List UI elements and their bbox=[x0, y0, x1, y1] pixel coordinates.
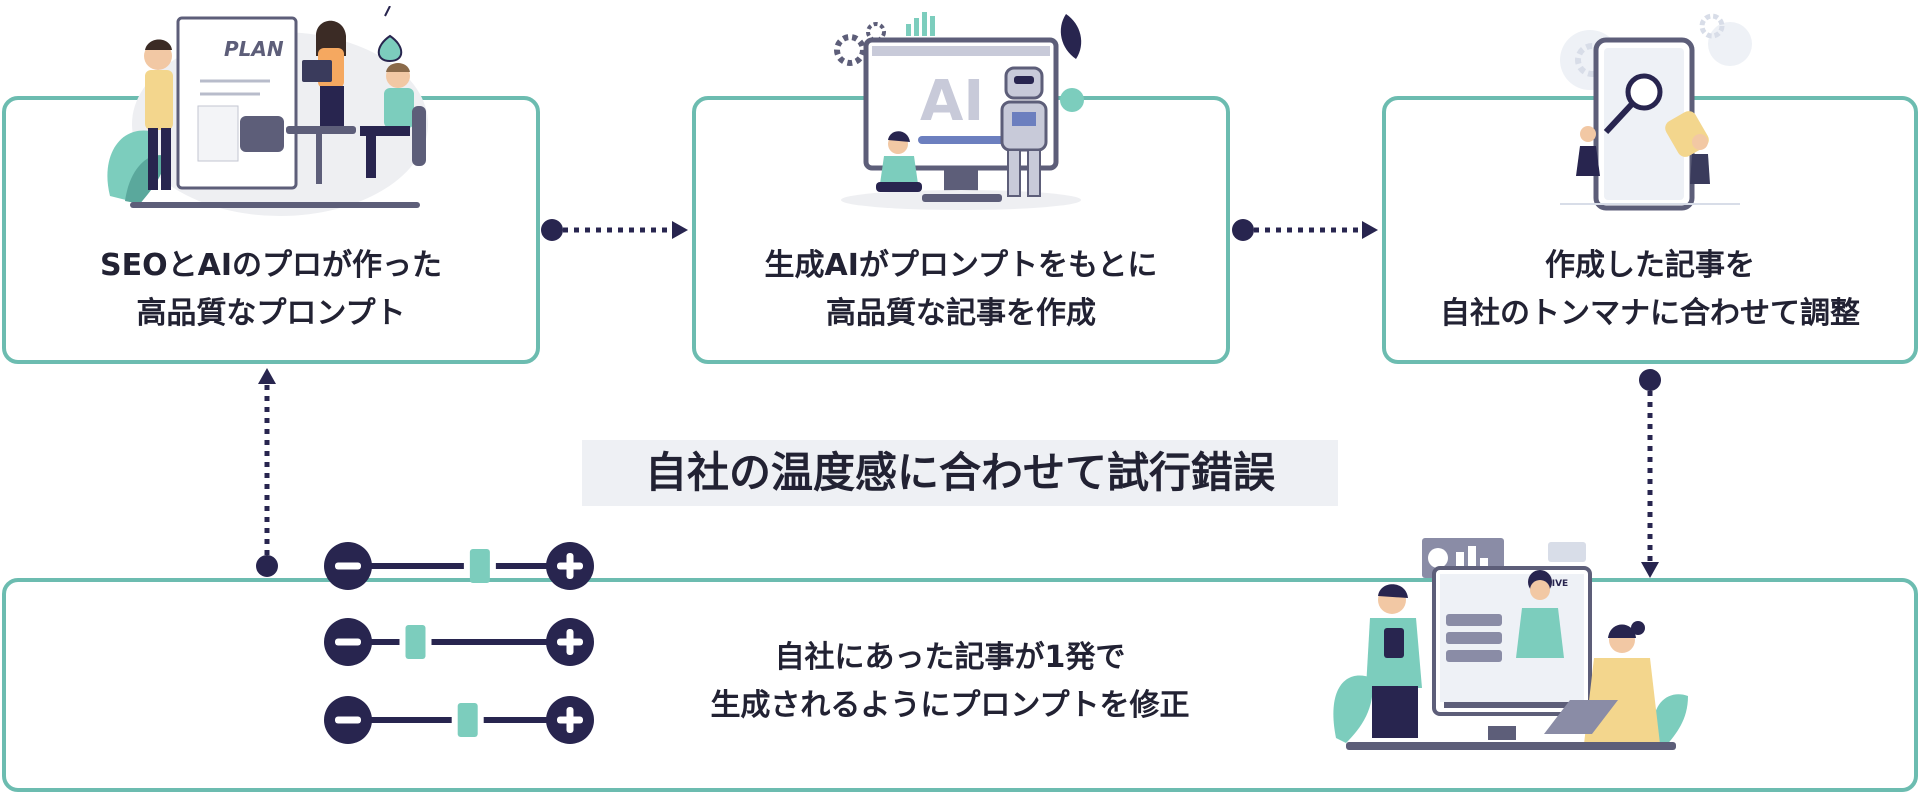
slider-plus-icon[interactable] bbox=[546, 542, 594, 590]
video-meeting-illustration: LIVE bbox=[1333, 538, 1688, 750]
step-3-text: 作成した記事を 自社のトンマナに合わせて調整 bbox=[1386, 242, 1914, 338]
bottom-line-1: 自社にあった記事が1発で bbox=[774, 640, 1126, 675]
slider-knob[interactable] bbox=[469, 549, 490, 583]
trial-and-error-banner: 自社の温度感に合わせて試行錯誤 bbox=[582, 440, 1338, 506]
phone-search-illustration bbox=[1560, 13, 1752, 211]
slider-knob[interactable] bbox=[405, 625, 426, 659]
step-1-line-2: 高品質なプロンプト bbox=[136, 296, 406, 331]
arrow-step3-to-bottom bbox=[1639, 369, 1661, 578]
slider-plus-icon[interactable] bbox=[546, 618, 594, 666]
bottom-text: 自社にあった記事が1発で 生成されるようにプロンプトを修正 bbox=[620, 634, 1280, 730]
slider-knob[interactable] bbox=[457, 703, 478, 737]
arrow-step1-to-step2 bbox=[541, 219, 688, 241]
ai-robot-illustration: AI bbox=[834, 12, 1084, 210]
planning-team-illustration: PLAN bbox=[107, 6, 428, 216]
slider-plus-icon[interactable] bbox=[546, 696, 594, 744]
step-2-text: 生成AIがプロンプトをもとに 高品質な記事を作成 bbox=[696, 242, 1226, 338]
live-badge: LIVE bbox=[1546, 579, 1568, 589]
step-2-line-2: 高品質な記事を作成 bbox=[826, 296, 1096, 331]
slider-minus-icon[interactable] bbox=[324, 542, 372, 590]
step-1-line-1: SEOとAIのプロが作った bbox=[100, 248, 442, 283]
bottom-line-2: 生成されるようにプロンプトを修正 bbox=[710, 688, 1190, 723]
slider-2[interactable] bbox=[324, 614, 594, 670]
step-3-line-2: 自社のトンマナに合わせて調整 bbox=[1440, 296, 1860, 331]
step-2-line-1: 生成AIがプロンプトをもとに bbox=[764, 248, 1158, 283]
step-1-text: SEOとAIのプロが作った 高品質なプロンプト bbox=[6, 242, 536, 338]
arrow-step2-to-step3 bbox=[1232, 219, 1378, 241]
slider-1[interactable] bbox=[324, 538, 594, 594]
slider-3[interactable] bbox=[324, 692, 594, 748]
step-3-line-1: 作成した記事を bbox=[1545, 248, 1755, 283]
slider-minus-icon[interactable] bbox=[324, 696, 372, 744]
plan-board-label: PLAN bbox=[224, 37, 284, 61]
arrow-bottom-to-step1 bbox=[256, 368, 278, 577]
ai-screen-label: AI bbox=[920, 69, 984, 134]
slider-minus-icon[interactable] bbox=[324, 618, 372, 666]
